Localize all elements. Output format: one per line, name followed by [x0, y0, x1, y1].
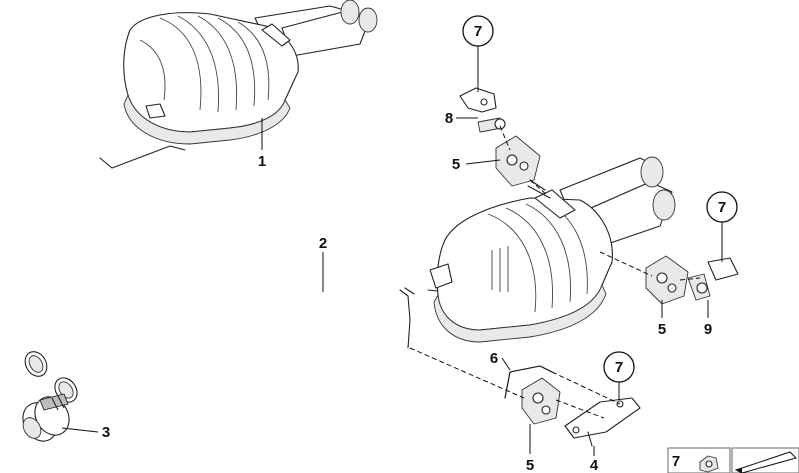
callout-4: 4	[590, 457, 599, 473]
callout-4-text: 4	[590, 457, 599, 473]
wedge-tip-icon	[736, 468, 742, 473]
callout-5c-text: 5	[526, 457, 534, 473]
callout-7a-text: 7	[474, 23, 482, 40]
rear-silencer	[429, 156, 676, 343]
bracket-part-4	[564, 397, 641, 447]
leader-5a	[465, 159, 501, 165]
nut-hole-icon	[705, 460, 713, 468]
callout-7-right: 7	[706, 191, 738, 223]
callout-1: 1	[258, 153, 266, 170]
rear-pipe-part-2	[54, 270, 456, 403]
callout-1-text: 1	[258, 153, 266, 170]
clamp-part-3	[22, 393, 70, 442]
callout-9-text: 9	[704, 321, 712, 338]
callout-7b-text: 7	[718, 199, 726, 216]
leader-3	[61, 427, 99, 433]
callout-7b-circle	[706, 191, 738, 223]
front-pipe-part-1	[24, 108, 195, 377]
callout-7-lower: 7	[603, 351, 635, 383]
callout-5b-text: 5	[658, 321, 666, 338]
dash-line-lower	[409, 347, 605, 419]
callout-2: 2	[319, 235, 327, 252]
callout-9: 9	[704, 321, 712, 338]
callout-7c-text: 7	[615, 359, 623, 376]
callout-7d-text: 7	[672, 453, 680, 470]
holder-part-9	[687, 257, 739, 301]
rubber-mount-lower	[521, 377, 561, 425]
rubber-mount-right	[645, 255, 689, 305]
callout-6-text: 6	[490, 350, 498, 367]
dash-line-hanger	[551, 371, 621, 405]
inset-box-nut	[667, 447, 731, 473]
callout-6: 6	[490, 350, 498, 367]
callout-5-right: 5	[658, 321, 666, 338]
callout-5-lower: 5	[526, 457, 534, 473]
holder-part-8	[459, 87, 506, 133]
callout-8-text: 8	[445, 110, 453, 127]
callout-8: 8	[445, 110, 453, 127]
callout-2-text: 2	[319, 235, 327, 252]
callout-3: 3	[102, 424, 110, 441]
leader-6	[501, 357, 511, 371]
rubber-mount-upper	[495, 135, 546, 191]
dash-line-upper	[499, 125, 549, 197]
hanger-part-6	[504, 365, 553, 399]
callout-3-text: 3	[102, 424, 110, 441]
callout-7-top: 7	[462, 15, 494, 47]
inset-legend	[731, 447, 799, 473]
inset-part-7: 7	[667, 447, 731, 473]
callout-7a-circle	[462, 15, 494, 47]
dash-line-right	[599, 251, 701, 281]
callout-7c-circle	[603, 351, 635, 383]
callout-5a-text: 5	[452, 156, 460, 173]
front-silencer-part-1	[123, 0, 378, 145]
callout-5-upper: 5	[452, 156, 460, 173]
